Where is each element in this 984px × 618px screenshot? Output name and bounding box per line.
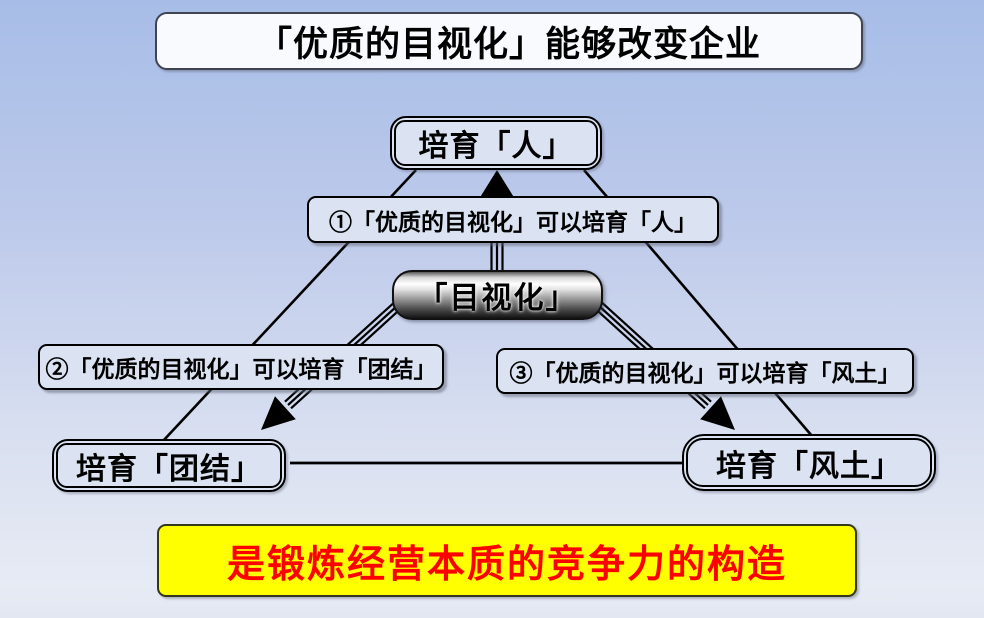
edge-label-2-text: ②「优质的目视化」可以培育「团结」 [45, 357, 437, 382]
edge-label-2: ②「优质的目视化」可以培育「团结」 [38, 344, 444, 390]
edge-label-3-text: ③「优质的目视化」可以培育「风土」 [509, 361, 901, 386]
title-text: 「优质的目视化」能够改变企业 [256, 24, 761, 64]
node-cultivate-culture: 培育「风土」 [682, 434, 936, 491]
arrowhead-down-left [261, 396, 296, 430]
edge-label-3: ③「优质的目视化」可以培育「风土」 [496, 348, 914, 394]
node-cultivate-unity: 培育「团结」 [52, 439, 286, 492]
node-cultivate-person-label: 培育「人」 [394, 120, 598, 166]
node-cultivate-person: 培育「人」 [390, 116, 602, 170]
node-cultivate-culture-label: 培育「风土」 [686, 438, 932, 487]
node-visualization-label: 「目视化」 [417, 282, 578, 315]
edge-label-1-text: ①「优质的目视化」可以培育「人」 [329, 209, 697, 235]
edge-label-1: ①「优质的目视化」可以培育「人」 [307, 196, 719, 243]
arrowhead-up [479, 170, 515, 199]
node-cultivate-unity-label: 培育「团结」 [56, 443, 282, 488]
footer-box: 是锻炼经营本质的竞争力的构造 [157, 524, 857, 597]
footer-text: 是锻炼经营本质的竞争力的构造 [226, 544, 787, 586]
title-box: 「优质的目视化」能够改变企业 [155, 12, 863, 70]
arrowhead-down-right [700, 396, 735, 430]
node-visualization: 「目视化」 [392, 270, 603, 320]
